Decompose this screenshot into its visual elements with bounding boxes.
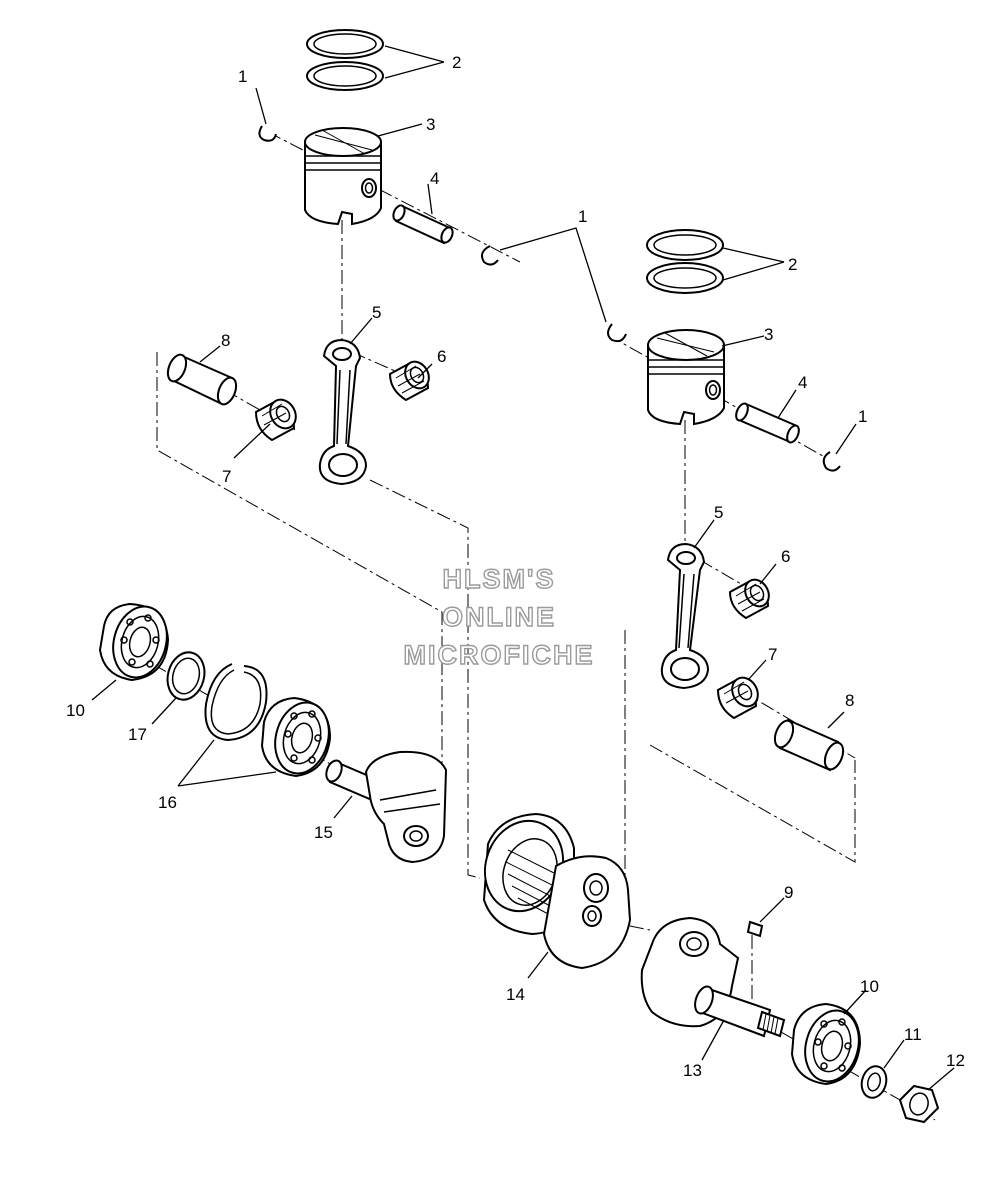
callout-17: 17: [128, 725, 147, 744]
callout-2-right: 2: [788, 255, 797, 274]
watermark: HLSM'S ONLINE MICROFICHE: [403, 563, 595, 670]
needle-bearing-big-end-right: [716, 676, 759, 720]
crank-pin-left: [166, 353, 238, 406]
callout-16: 16: [158, 793, 177, 812]
watermark-line-3: MICROFICHE: [404, 640, 595, 670]
piston-pin-clip-right-outer: [822, 451, 841, 472]
callout-6-right: 6: [781, 547, 790, 566]
callout-5-right: 5: [714, 503, 723, 522]
callout-7-left: 7: [222, 467, 231, 486]
callout-2-top-left: 2: [452, 53, 461, 72]
watermark-line-2: ONLINE: [442, 602, 556, 632]
piston-left: [304, 127, 382, 226]
callout-10-left: 10: [66, 701, 85, 720]
callout-11: 11: [904, 1025, 922, 1044]
callout-8-left: 8: [221, 331, 230, 350]
needle-bearing-big-end-left: [254, 398, 297, 442]
needle-bearing-small-end-right: [728, 578, 770, 620]
callout-15: 15: [314, 823, 333, 842]
piston-pin-left: [392, 204, 454, 245]
leader-lines: [91, 45, 955, 1091]
callout-3-top-left: 3: [426, 115, 435, 134]
callout-9: 9: [784, 883, 793, 902]
watermark-line-1: HLSM'S: [443, 564, 556, 594]
callout-7-right: 7: [768, 645, 777, 664]
callout-3-right: 3: [764, 325, 773, 344]
callout-4-right: 4: [798, 373, 807, 392]
ball-bearing-left-outer: [98, 602, 170, 682]
callout-13: 13: [683, 1061, 702, 1080]
crankshaft-right-half: [640, 916, 786, 1038]
piston-right: [647, 329, 725, 426]
lock-washer: [860, 1065, 888, 1099]
ball-bearing-right: [790, 1002, 862, 1086]
snap-ring-left: [166, 651, 206, 701]
ball-bearing-left-inner: [260, 696, 332, 778]
callout-1-right: 1: [858, 407, 867, 426]
piston-pin-clip-right-inner: [607, 323, 627, 343]
callout-6-left: 6: [437, 347, 446, 366]
piston-ring-set-left: [306, 29, 384, 91]
callout-4-top-left: 4: [430, 169, 439, 188]
seal-ring-left: [204, 663, 268, 742]
piston-ring-set-right: [646, 229, 724, 294]
callout-1-middle: 1: [578, 207, 587, 226]
crankshaft-center-section: [482, 812, 632, 970]
crankshaft-left-half: [325, 750, 448, 864]
piston-pin-clip-mid: [481, 245, 499, 266]
needle-bearing-small-end-left: [388, 360, 430, 402]
connecting-rod-right: [660, 542, 710, 690]
callout-10-right: 10: [860, 977, 879, 996]
callout-12: 12: [946, 1051, 965, 1070]
piston-pin-right: [735, 402, 800, 444]
connecting-rod-left: [318, 338, 368, 486]
woodruff-key: [746, 920, 764, 938]
crank-pin-right: [773, 718, 845, 772]
piston-pin-clip-left: [258, 125, 277, 142]
callout-1-top-left: 1: [238, 67, 247, 86]
callout-labels: 1 2 3 4 1 5 6 7 8 2 3 4 1 5 6 7 8 9 10 1…: [66, 53, 965, 1080]
callout-5-left: 5: [372, 303, 381, 322]
callout-14: 14: [506, 985, 525, 1004]
callout-8-right: 8: [845, 691, 854, 710]
crankshaft-nut: [898, 1084, 940, 1124]
